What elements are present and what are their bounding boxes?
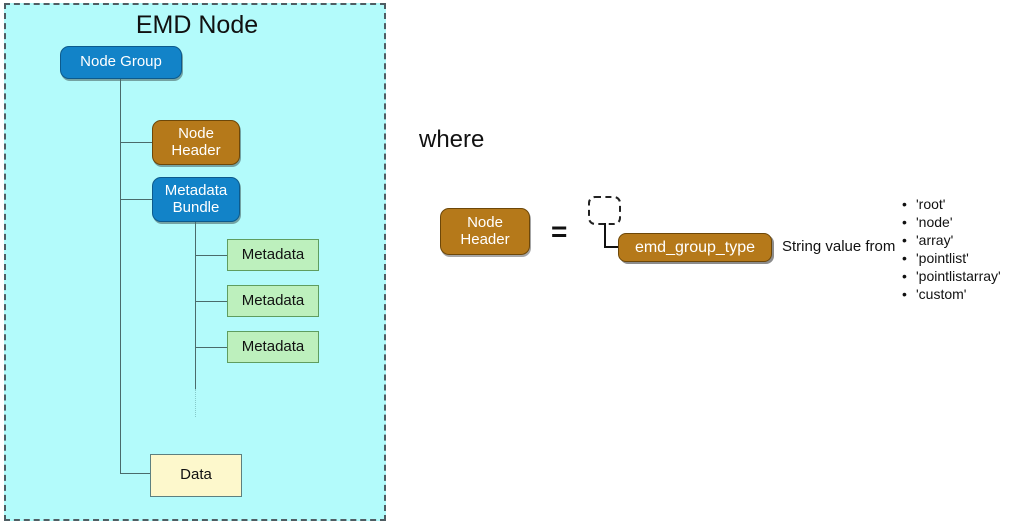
- where-heading: where: [419, 126, 485, 153]
- list-item: 'root': [902, 195, 1001, 213]
- node-header-label-line1: Node: [178, 124, 214, 142]
- legend-node-header-label-line1: Node: [467, 213, 503, 231]
- node-header-label-line2: Header: [171, 141, 221, 159]
- list-item: 'custom': [902, 285, 1001, 303]
- legend-node-header-box[interactable]: Node Header: [440, 208, 530, 255]
- equals-sign: =: [551, 216, 568, 247]
- allowed-values-list: 'root' 'node' 'array' 'pointlist' 'point…: [902, 195, 1001, 303]
- connector-metadata-1: [195, 255, 227, 256]
- metadata-2-label: Metadata: [241, 291, 305, 309]
- metadata-3-label: Metadata: [241, 337, 305, 355]
- metadata-bundle-trunk: [195, 222, 196, 390]
- metadata-box-1[interactable]: Metadata: [227, 239, 319, 271]
- list-item: 'pointlistarray': [902, 267, 1001, 285]
- metadata-bundle-box[interactable]: Metadata Bundle: [152, 177, 240, 222]
- node-group-box[interactable]: Node Group: [60, 46, 182, 79]
- metadata-box-3[interactable]: Metadata: [227, 331, 319, 363]
- metadata-1-label: Metadata: [241, 245, 305, 263]
- emd-node-container: EMD Node Node Group Node Header Metadata…: [4, 3, 386, 521]
- dashed-placeholder-group-icon: [588, 196, 621, 225]
- list-item: 'pointlist': [902, 249, 1001, 267]
- emd-node-title: EMD Node: [135, 11, 259, 39]
- node-group-label: Node Group: [80, 53, 162, 71]
- metadata-ellipsis-dotted-line: [195, 389, 196, 417]
- metadata-bundle-label-line2: Bundle: [172, 198, 220, 216]
- metadata-box-2[interactable]: Metadata: [227, 285, 319, 317]
- list-item: 'array': [902, 231, 1001, 249]
- string-value-from-label: String value from: [782, 238, 896, 255]
- list-item: 'node': [902, 213, 1001, 231]
- connector-metadata-3: [195, 347, 227, 348]
- emd-group-type-label: emd_group_type: [634, 238, 756, 256]
- node-header-box[interactable]: Node Header: [152, 120, 240, 165]
- connector-node-header: [120, 142, 152, 143]
- emd-group-type-box[interactable]: emd_group_type: [618, 233, 772, 262]
- legend-node-header-label-line2: Header: [460, 230, 510, 248]
- connector-metadata-bundle: [120, 199, 152, 200]
- data-label: Data: [180, 466, 212, 484]
- node-group-trunk: [120, 79, 121, 473]
- connector-emd-group-type: [604, 223, 620, 248]
- metadata-bundle-label-line1: Metadata: [164, 181, 228, 199]
- connector-data: [120, 473, 152, 474]
- connector-metadata-2: [195, 301, 227, 302]
- data-box[interactable]: Data: [150, 454, 242, 497]
